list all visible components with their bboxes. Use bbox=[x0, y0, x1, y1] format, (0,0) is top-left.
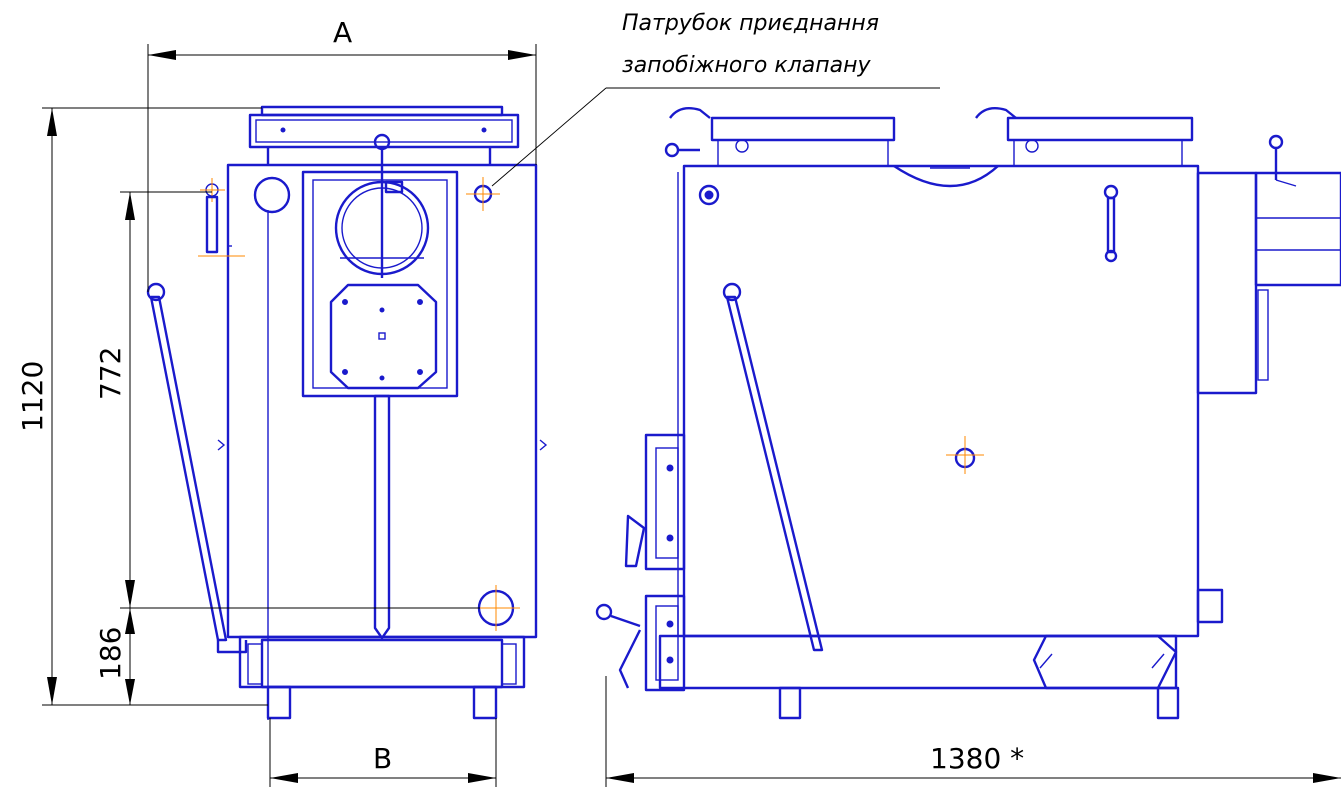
dim-b-label: B bbox=[373, 742, 392, 775]
chimney-flange bbox=[1196, 171, 1258, 395]
safety-valve-note-line1: Патрубок приєднання bbox=[622, 11, 879, 36]
dimension-lines bbox=[42, 44, 1341, 787]
outlet-pipe-top bbox=[253, 176, 291, 214]
dim-height-total-label: 1120 bbox=[16, 361, 49, 432]
side-view bbox=[595, 107, 1341, 720]
upper-firing-door bbox=[644, 433, 686, 571]
inspection-plate bbox=[329, 283, 438, 390]
safety-valve-note-line2: запобіжного клапану bbox=[622, 53, 871, 78]
dim-length-label: 1380 * bbox=[930, 742, 1024, 775]
dim-a-label: A bbox=[333, 16, 352, 49]
dim-height-outlet-label: 772 bbox=[94, 347, 127, 400]
front-view bbox=[146, 105, 548, 720]
dim-height-inlet-label: 186 bbox=[94, 627, 127, 680]
lower-ash-door bbox=[644, 594, 686, 692]
